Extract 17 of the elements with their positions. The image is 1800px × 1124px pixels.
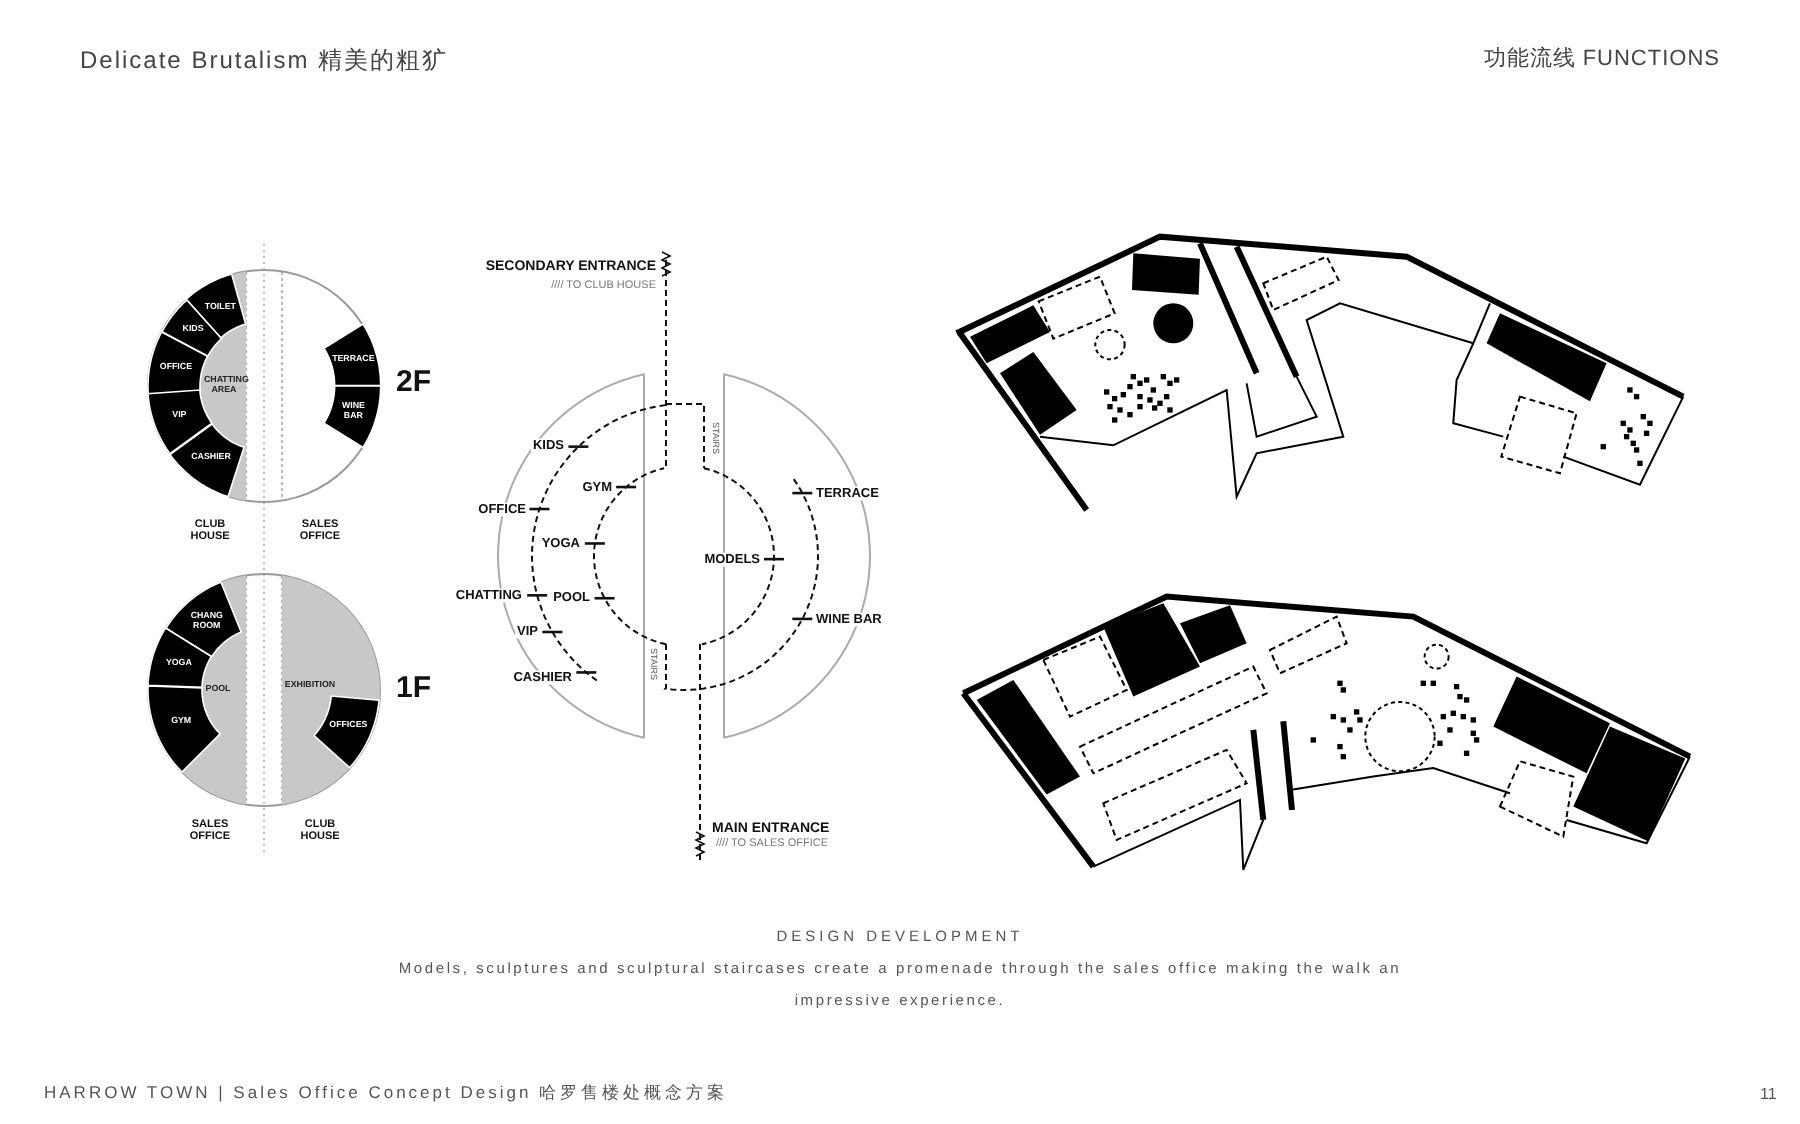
heading-text: Delicate Brutalism 精美的粗犷 bbox=[80, 48, 449, 76]
room-segment bbox=[148, 628, 212, 688]
room-segment bbox=[148, 390, 213, 455]
zone-area bbox=[282, 574, 380, 806]
room-segment bbox=[170, 423, 245, 497]
room-segment bbox=[323, 324, 380, 386]
room-segment bbox=[148, 331, 208, 395]
room-segment bbox=[314, 695, 380, 768]
room-segment bbox=[323, 386, 380, 448]
page-number: 11 bbox=[1760, 1084, 1777, 1104]
room-segment bbox=[186, 274, 246, 339]
floor-label: 1F bbox=[396, 670, 432, 706]
floor-label: 2F bbox=[396, 364, 432, 400]
zone-area bbox=[148, 270, 246, 502]
section-title: 功能流线 FUNCTIONS bbox=[1483, 47, 1720, 73]
zone-area bbox=[148, 574, 246, 806]
footer-text: HARROW TOWN | Sales Office Concept Design 哈罗售楼处概念方案 bbox=[44, 1084, 729, 1104]
